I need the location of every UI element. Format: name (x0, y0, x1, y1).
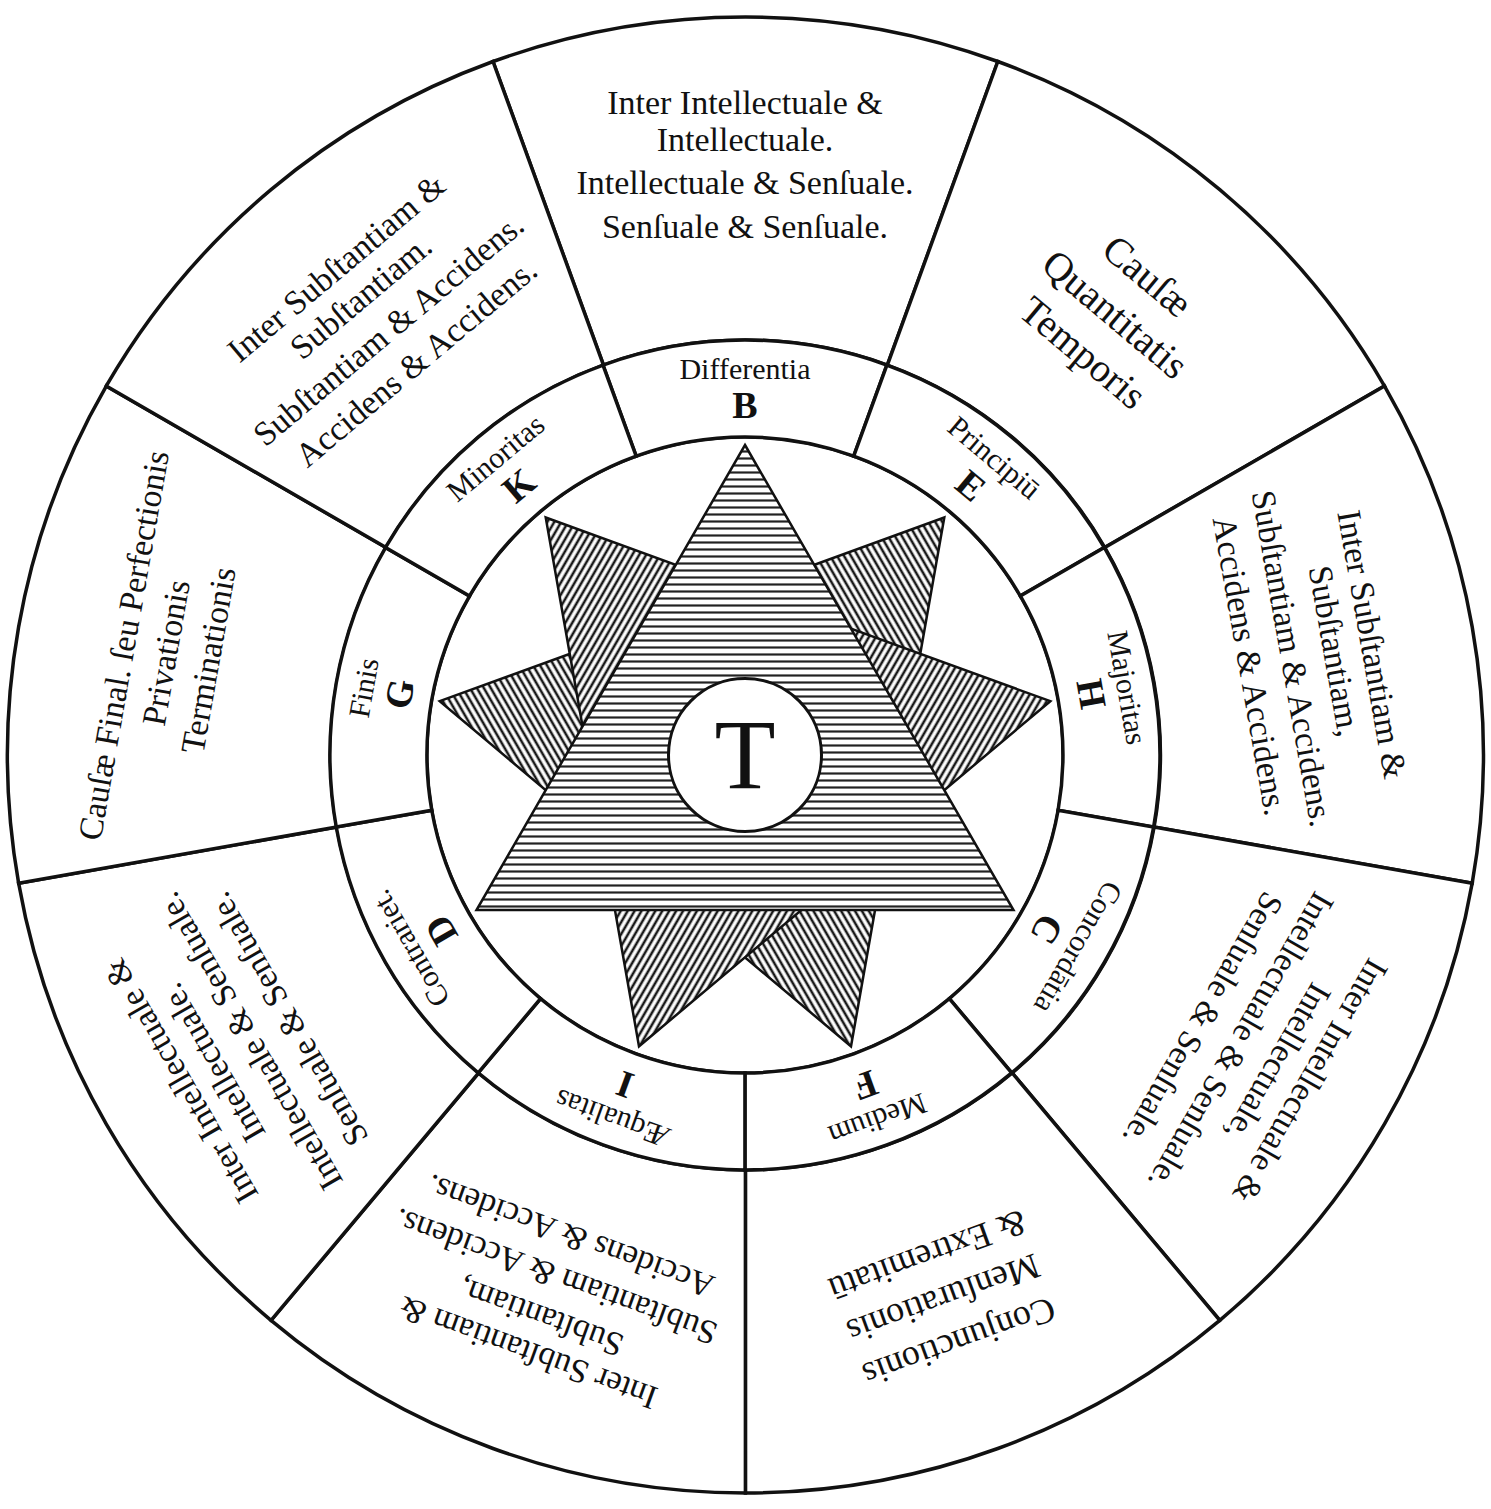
principle-letter: B (731, 385, 759, 427)
sector-text: Senſuale & Senſuale. (600, 208, 889, 245)
sector-text: Inter Intellectuale & Intellectuale. (538, 84, 952, 159)
sector-outline (315, 781, 558, 1085)
sector-outline (312, 543, 476, 843)
star-triangle (477, 445, 1014, 910)
principle-sector: DifferentiaB (603, 340, 887, 456)
center-letter: T (714, 700, 775, 810)
sector-outline (77, 27, 687, 618)
principle-name: Differentia (678, 352, 812, 385)
text-slot: T (714, 700, 775, 810)
center-circle: T (667, 677, 823, 833)
sector-outline (603, 340, 887, 456)
inner-circle (427, 437, 1063, 1073)
text-slot: Inter Intellectuale & Intellectuale. (538, 84, 952, 159)
text-slot: Senſuale & Senſuale. (600, 208, 889, 245)
sector-outline (369, 346, 661, 617)
sector-text: Intellectuale & Senſuale. (575, 164, 915, 201)
circle-outline (669, 679, 822, 832)
text-slot: B (731, 385, 759, 427)
sector-outline (1015, 543, 1179, 843)
text-slot: Differentia (678, 352, 812, 385)
sector-outline (714, 987, 1020, 1193)
text-slot: Intellectuale & Senſuale. (575, 164, 915, 201)
